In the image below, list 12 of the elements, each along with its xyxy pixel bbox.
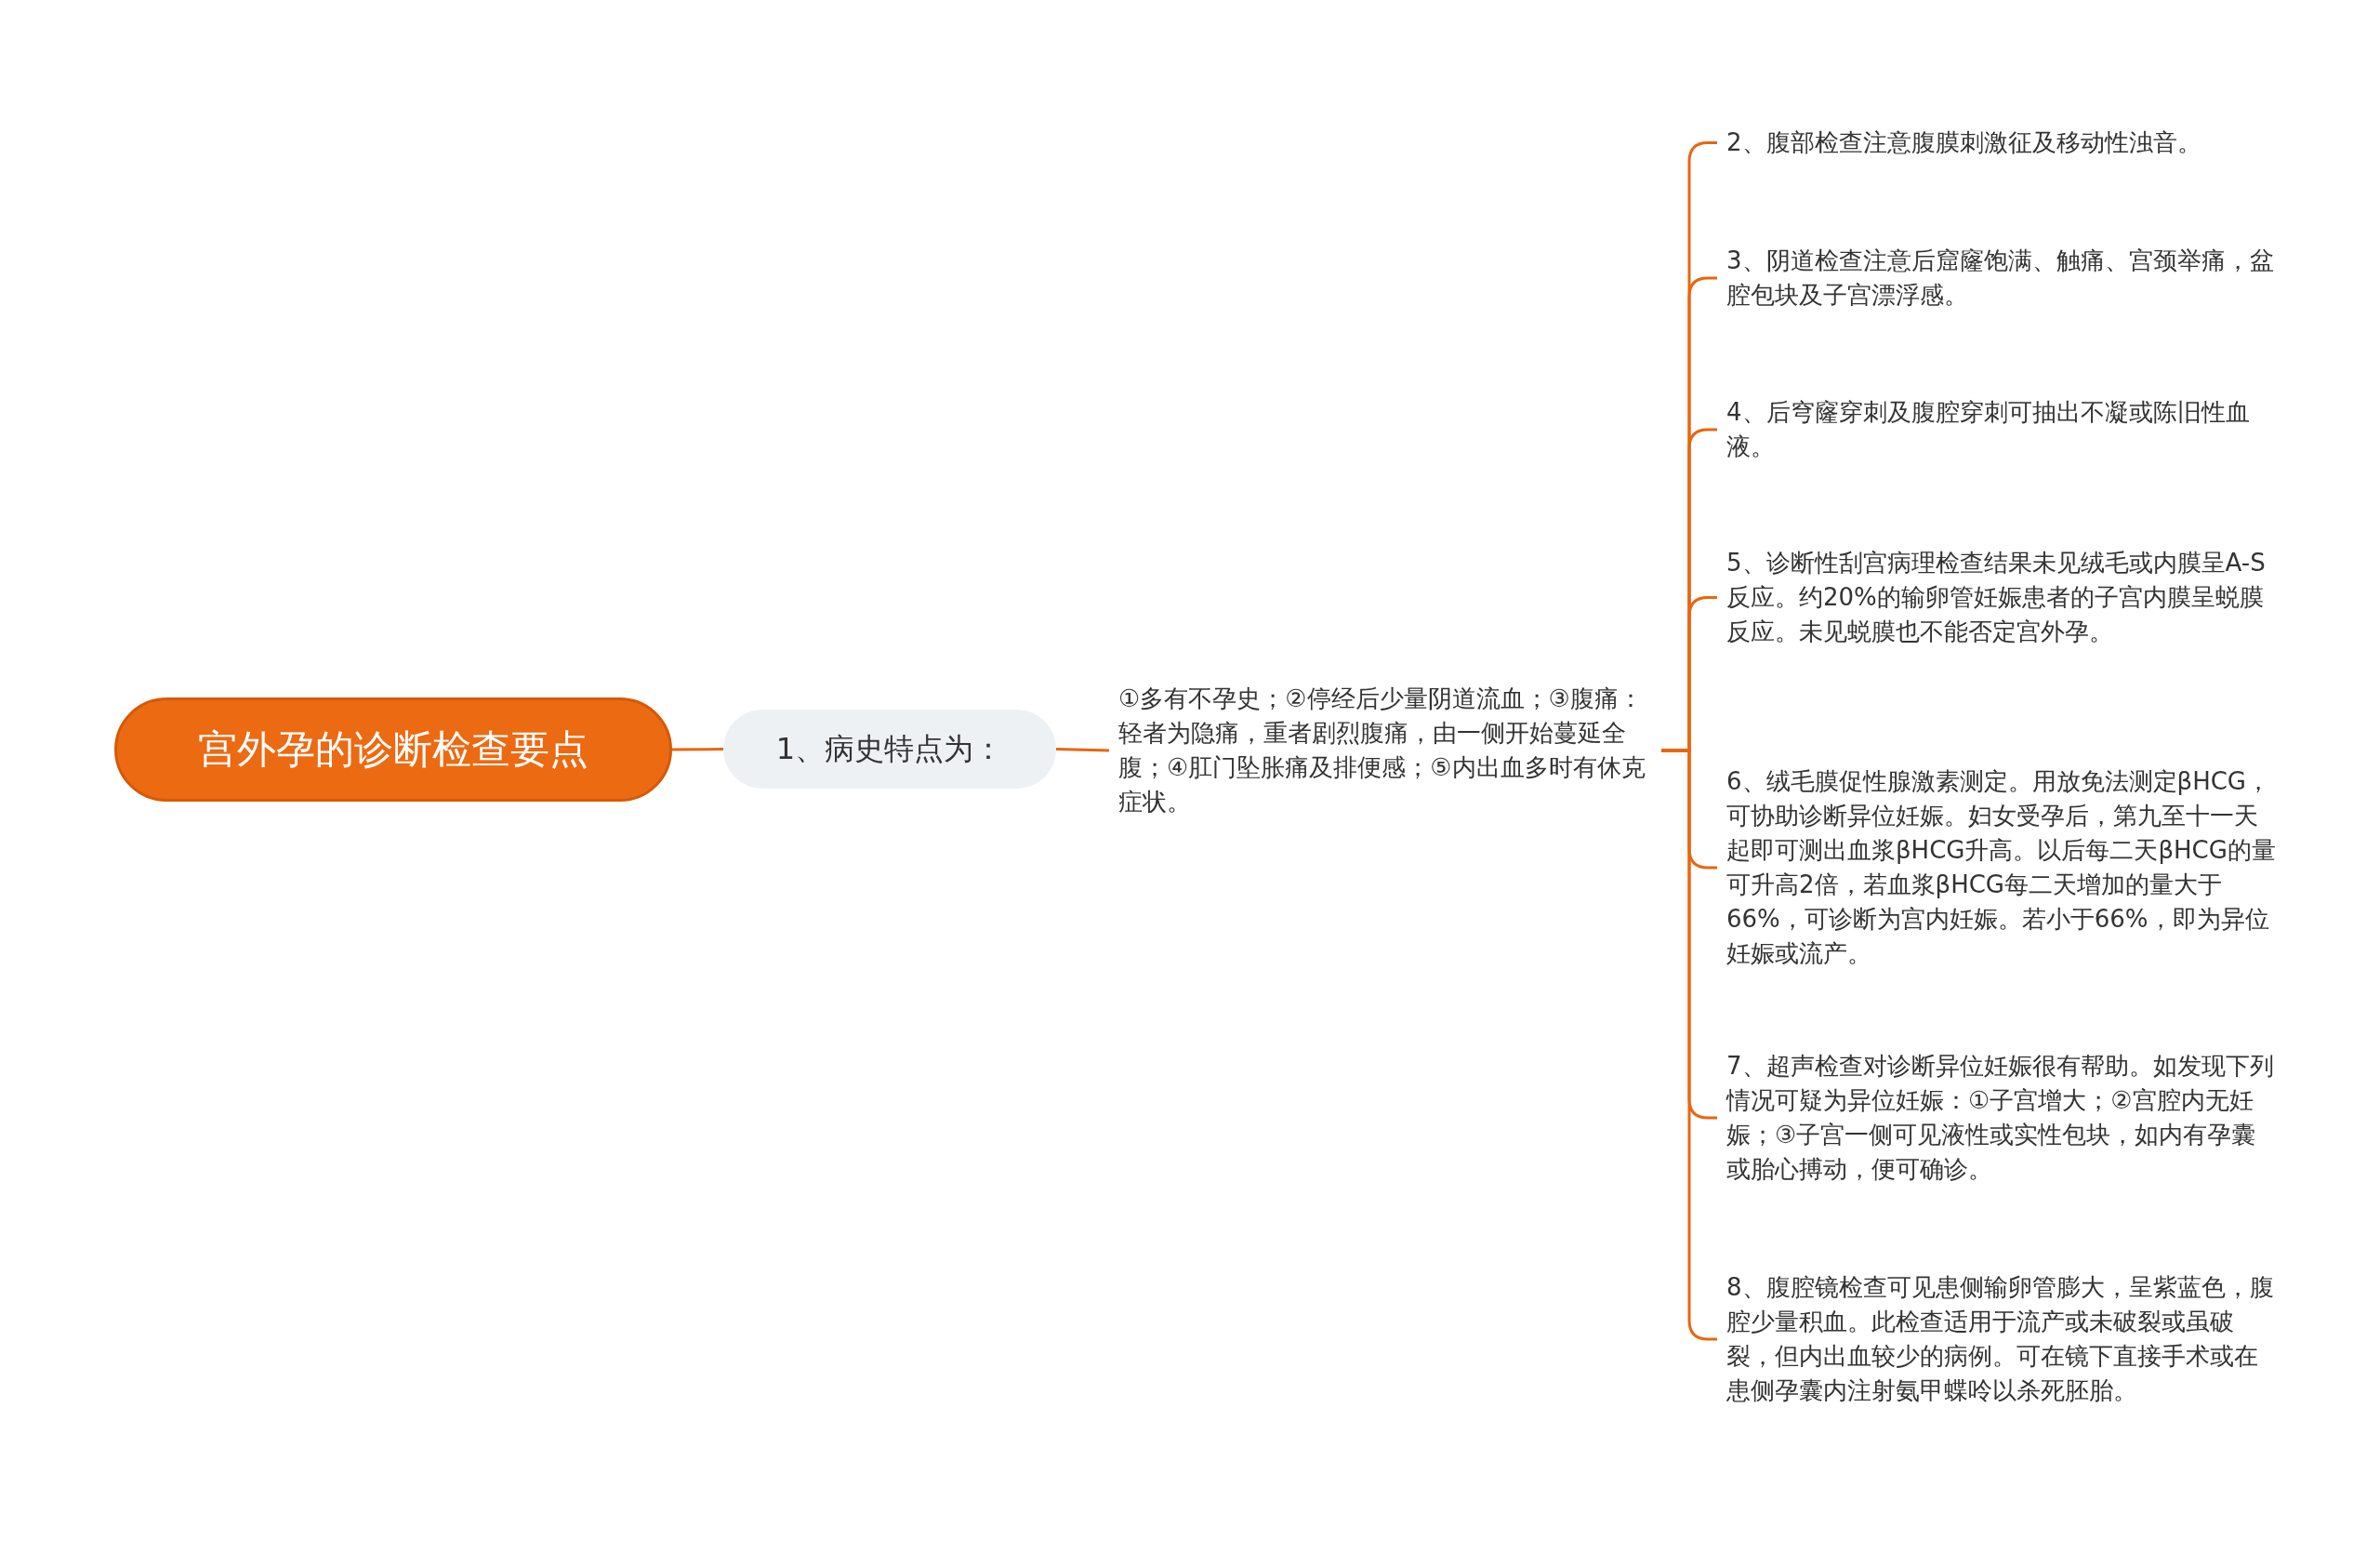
topic-text: 7、超声检查对诊断异位妊娠很有帮助。如发现下列情况可疑为异位妊娠：①子宫增大；②宫腔内无妊娠；③子宫一侧可见液性或实性包块，如内有孕囊或胎心搏动，便可确诊。 (1726, 1049, 2280, 1187)
root-topic: 宫外孕的诊断检查要点 (114, 697, 672, 802)
topic-text: 2、腹部检查注意腹膜刺激征及移动性浊音。 (1726, 126, 2280, 160)
topic-text: 5、诊断性刮宫病理检查结果未见绒毛或内膜呈A-S反应。约20%的输卵管妊娠患者的子宫内膜呈蜕膜反应。未见蜕膜也不能否定宫外孕。 (1726, 546, 2280, 649)
topic-text: 6、绒毛膜促性腺激素测定。用放免法测定βHCG，可协助诊断异位妊娠。妇女受孕后，第九至十一天起即可测出血浆βHCG升高。以后每二天βHCG的量可升高2倍，若血浆βHCG每二天增加的量大于66%，可诊断为宫内妊娠。若小于66%，即为异位妊娠或流产。 (1726, 764, 2280, 971)
connector-line (672, 748, 723, 751)
topic-text: 3、阴道检查注意后窟窿饱满、触痛、宫颈举痛，盆腔包块及子宫漂浮感。 (1726, 244, 2280, 312)
topic-text: 4、后穹窿穿刺及腹腔穿刺可抽出不凝或陈旧性血液。 (1726, 395, 2280, 464)
topic-text: ①多有不孕史；②停经后少量阴道流血；③腹痛：轻者为隐痛，重者剧烈腹痛，由一侧开始蔓延全腹；④肛门坠胀痛及排便感；⑤内出血多时有休克症状。 (1118, 682, 1658, 819)
connector-line (1055, 748, 1110, 752)
topic-text: 8、腹腔镜检查可见患侧输卵管膨大，呈紫蓝色，腹腔少量积血。此检查适用于流产或未破裂或虽破裂，但内出血较少的病例。可在镜下直接手术或在患侧孕囊内注射氨甲蝶呤以杀死胚胎。 (1726, 1270, 2280, 1408)
topic-box: 1、病史特点为： (723, 710, 1056, 789)
